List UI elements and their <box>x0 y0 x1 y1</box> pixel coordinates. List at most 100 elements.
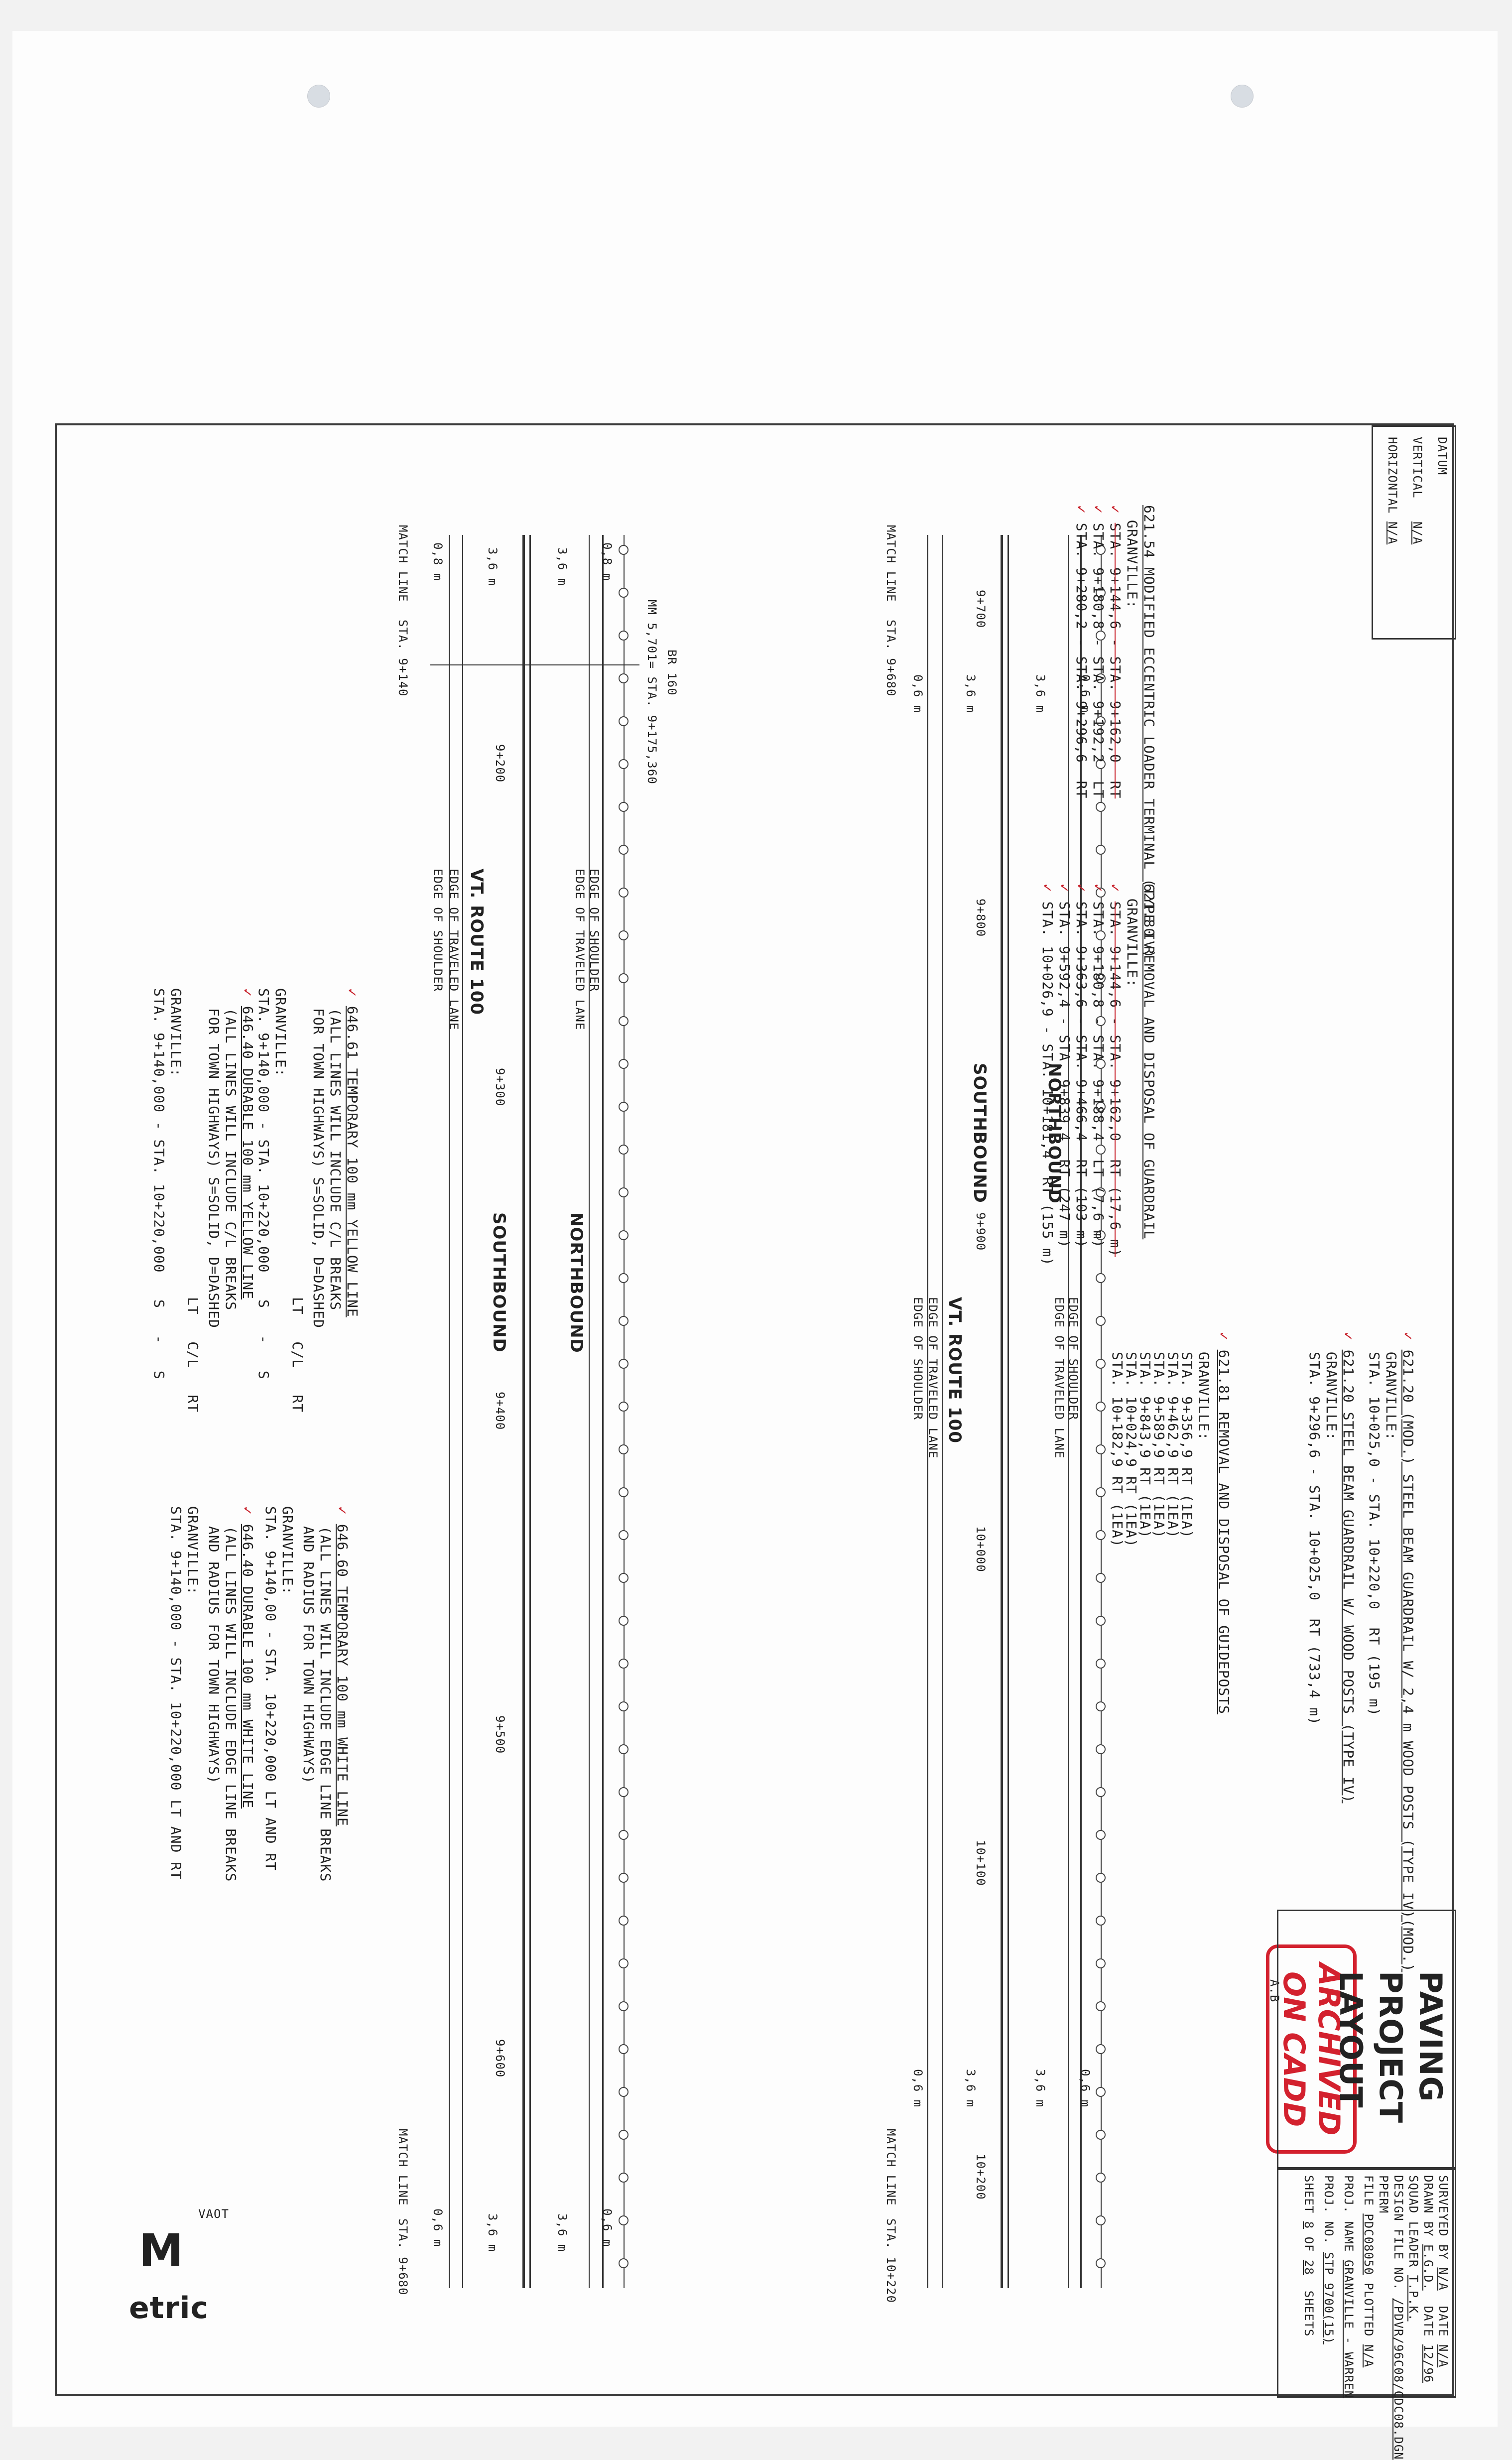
guardrail-post <box>619 888 629 898</box>
edge-shoulder-label: EDGE OF SHOULDER <box>587 869 601 992</box>
station-label: STA. 9+680 <box>396 2218 410 2296</box>
station-tick-label: 9+200 <box>493 744 507 783</box>
guardrail-post <box>1096 1316 1106 1326</box>
edge-travel-label: EDGE OF TRAVELED LANE <box>1052 1297 1066 1459</box>
station-tick-label: 9+500 <box>493 1715 507 1754</box>
guardrail-post <box>1096 2173 1106 2183</box>
guardrail-post <box>619 1316 629 1326</box>
guardrail-post <box>619 545 629 555</box>
guardrail-post <box>1096 1659 1106 1669</box>
guardrail-post <box>619 2001 629 2011</box>
sheet-title-box: PAVING PROJECT LAYOUT <box>1277 1910 1456 2169</box>
guardrail-post <box>619 1873 629 1883</box>
guardrail-post <box>619 1787 629 1797</box>
guardrail-post <box>1096 2258 1106 2268</box>
guardrail-post <box>1096 1402 1106 1412</box>
guardrail-post <box>1096 2215 1106 2225</box>
guardrail-post <box>1096 1273 1106 1283</box>
guardrail-post <box>619 1958 629 1968</box>
guardrail-post <box>619 2215 629 2225</box>
edge-shoulder-label: EDGE OF SHOULDER <box>911 1297 925 1421</box>
edge-travel-label: EDGE OF TRAVELED LANE <box>447 869 461 1031</box>
dimension-label: 0,6 m <box>1078 2069 1092 2108</box>
punch-hole-right <box>1231 85 1254 108</box>
guardrail-post <box>1096 845 1106 855</box>
guardrail-post <box>1096 1487 1106 1497</box>
guardrail-post <box>1096 1701 1106 1711</box>
guardrail-post <box>1096 2044 1106 2054</box>
guardrail-post <box>1096 1787 1106 1797</box>
bridge-label: BR 160 <box>665 649 679 696</box>
station-tick-label: 9+700 <box>974 590 988 629</box>
edge-shoulder-label: EDGE OF SHOULDER <box>1066 1297 1080 1421</box>
guardrail-post <box>619 588 629 598</box>
edge-shoulder-line <box>602 535 604 2288</box>
edge-shoulder-label: EDGE OF SHOULDER <box>431 869 445 992</box>
guardrail-post <box>1096 2087 1106 2097</box>
guardrail-post <box>619 1273 629 1283</box>
station-tick-label: 9+600 <box>493 2039 507 2078</box>
dimension-label: 3,6 m <box>555 2213 569 2252</box>
edge-travel-line <box>942 535 943 2288</box>
guardrail-post <box>619 2130 629 2140</box>
guardrail-post <box>619 673 629 683</box>
guardrail-post <box>619 1916 629 1926</box>
punch-hole-left <box>307 85 330 108</box>
match-line-label: MATCH LINE <box>884 2129 898 2206</box>
dimension-label: 3,6 m <box>964 2069 978 2108</box>
match-line-label: MATCH LINE <box>396 525 410 602</box>
guardrail-post <box>619 716 629 726</box>
guardrail-post <box>1096 1830 1106 1840</box>
station-label: STA. 10+220 <box>884 2218 898 2303</box>
edge-travel-label: EDGE OF TRAVELED LANE <box>926 1297 940 1459</box>
guardrail-post <box>619 1830 629 1840</box>
guardrail-post <box>619 1059 629 1069</box>
guardrail-post <box>619 1187 629 1197</box>
title-block: SURVEYED BY N/A DATE N/A DRAWN BY E.G.D.… <box>1277 2169 1456 2460</box>
guardrail-post <box>619 973 629 983</box>
guardrail-post <box>1096 2130 1106 2140</box>
guardrail-post <box>619 2044 629 2054</box>
guardrail-post <box>619 930 629 940</box>
centerline <box>522 535 525 2288</box>
guardrail-post <box>1096 1873 1106 1883</box>
edge-travel-line <box>589 535 590 2288</box>
guardrail-post <box>619 1616 629 1626</box>
guardrail-post <box>619 759 629 769</box>
centerline <box>1008 535 1009 2288</box>
station-tick-label: 9+300 <box>493 1068 507 1107</box>
datum-box: DATUM VERTICAL N/A HORIZONTAL N/A <box>1372 425 1456 640</box>
guardrail-post <box>619 845 629 855</box>
northbound-label: NORTHBOUND <box>566 1212 586 1353</box>
guardrail-post <box>1096 1744 1106 1754</box>
guardrail-post <box>619 1487 629 1497</box>
guardrail-post <box>1096 1916 1106 1926</box>
guardrail-post <box>619 1530 629 1540</box>
centerline <box>529 535 531 2288</box>
southbound-label: SOUTHBOUND <box>970 1063 990 1203</box>
guardrail-post <box>1096 1616 1106 1626</box>
guardrail-post <box>1096 1530 1106 1540</box>
guardrail-line <box>624 535 625 2288</box>
route-label: VT. ROUTE 100 <box>945 1297 965 1444</box>
dimension-label: 3,6 m <box>486 2213 500 2252</box>
dimension-label: 0,6 m <box>600 2208 614 2247</box>
dimension-label: 0,6 m <box>431 2208 445 2247</box>
dimension-label: 3,6 m <box>1033 2069 1047 2108</box>
sheet-title-line: PAVING <box>1412 1971 1449 2102</box>
guardrail-post <box>1096 1958 1106 1968</box>
station-tick-label: 10+100 <box>974 1840 988 1886</box>
dimension-label: 0,6 m <box>911 674 925 713</box>
centerline <box>1001 535 1003 2288</box>
guardrail-post <box>619 1359 629 1369</box>
station-label: STA. 9+140 <box>396 620 410 697</box>
guardrail-post <box>1096 1359 1106 1369</box>
sheet-title-line: LAYOUT <box>1333 1971 1369 2108</box>
dimension-label: 0,6 m <box>911 2069 925 2108</box>
guardrail-post <box>1096 802 1106 812</box>
guardrail-post <box>619 2087 629 2097</box>
guardrail-post <box>619 2258 629 2268</box>
station-label: STA. 9+680 <box>884 620 898 697</box>
guardrail-post <box>619 802 629 812</box>
guardrail-post <box>619 1102 629 1112</box>
